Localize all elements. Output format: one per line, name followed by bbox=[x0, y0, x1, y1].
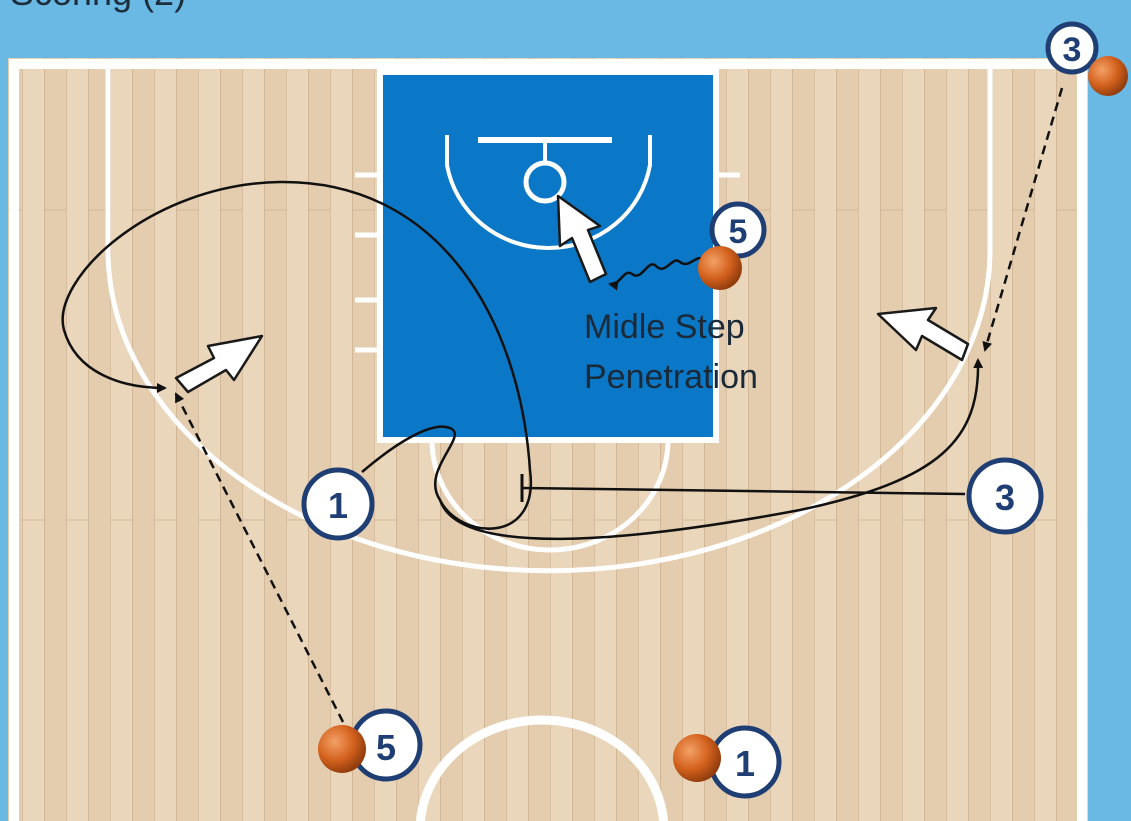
cut-path-player-1 bbox=[61, 180, 533, 530]
player-number: 3 bbox=[1063, 31, 1082, 69]
annotation-line-1: Midle Step bbox=[584, 308, 745, 346]
player-1-bottom: 1 bbox=[673, 725, 782, 799]
player-5-bottom-left: 5 bbox=[318, 708, 423, 782]
right-wing-arrow-icon bbox=[876, 306, 970, 362]
player-number: 5 bbox=[376, 727, 396, 768]
player-5-low-post: 5 bbox=[698, 201, 767, 290]
player-3-top-right: 3 bbox=[1045, 21, 1128, 96]
three-point-line bbox=[105, 64, 993, 574]
pass-line-left bbox=[174, 392, 345, 723]
left-wing-arrow-icon bbox=[174, 334, 264, 394]
rim bbox=[523, 160, 567, 204]
cut-path-to-right-wing bbox=[438, 358, 984, 541]
basketball-icon bbox=[318, 725, 366, 773]
drive-arrow-icon bbox=[556, 194, 608, 284]
basketball-icon bbox=[673, 734, 721, 782]
player-3-wing: 3 bbox=[966, 457, 1044, 535]
dribble-path-player-5 bbox=[608, 256, 707, 291]
basketball-icon bbox=[1088, 56, 1128, 96]
player-marker bbox=[1045, 21, 1099, 75]
center-circle bbox=[415, 715, 669, 821]
player-marker bbox=[966, 457, 1044, 535]
restricted-arc bbox=[445, 135, 652, 250]
player-number: 3 bbox=[995, 477, 1015, 518]
pass-line-right bbox=[982, 87, 1064, 352]
player-marker bbox=[301, 467, 375, 541]
player-number: 1 bbox=[735, 743, 755, 784]
screen-line-player-3 bbox=[521, 486, 966, 496]
player-1-paint: 1 bbox=[301, 467, 375, 541]
basketball-icon bbox=[698, 246, 742, 290]
annotation-line-2: Penetration bbox=[584, 358, 758, 396]
page-title: Scoring (2) bbox=[10, 0, 186, 14]
court-outline bbox=[9, 59, 1087, 821]
player-number: 1 bbox=[328, 485, 348, 526]
player-number: 5 bbox=[729, 213, 748, 251]
